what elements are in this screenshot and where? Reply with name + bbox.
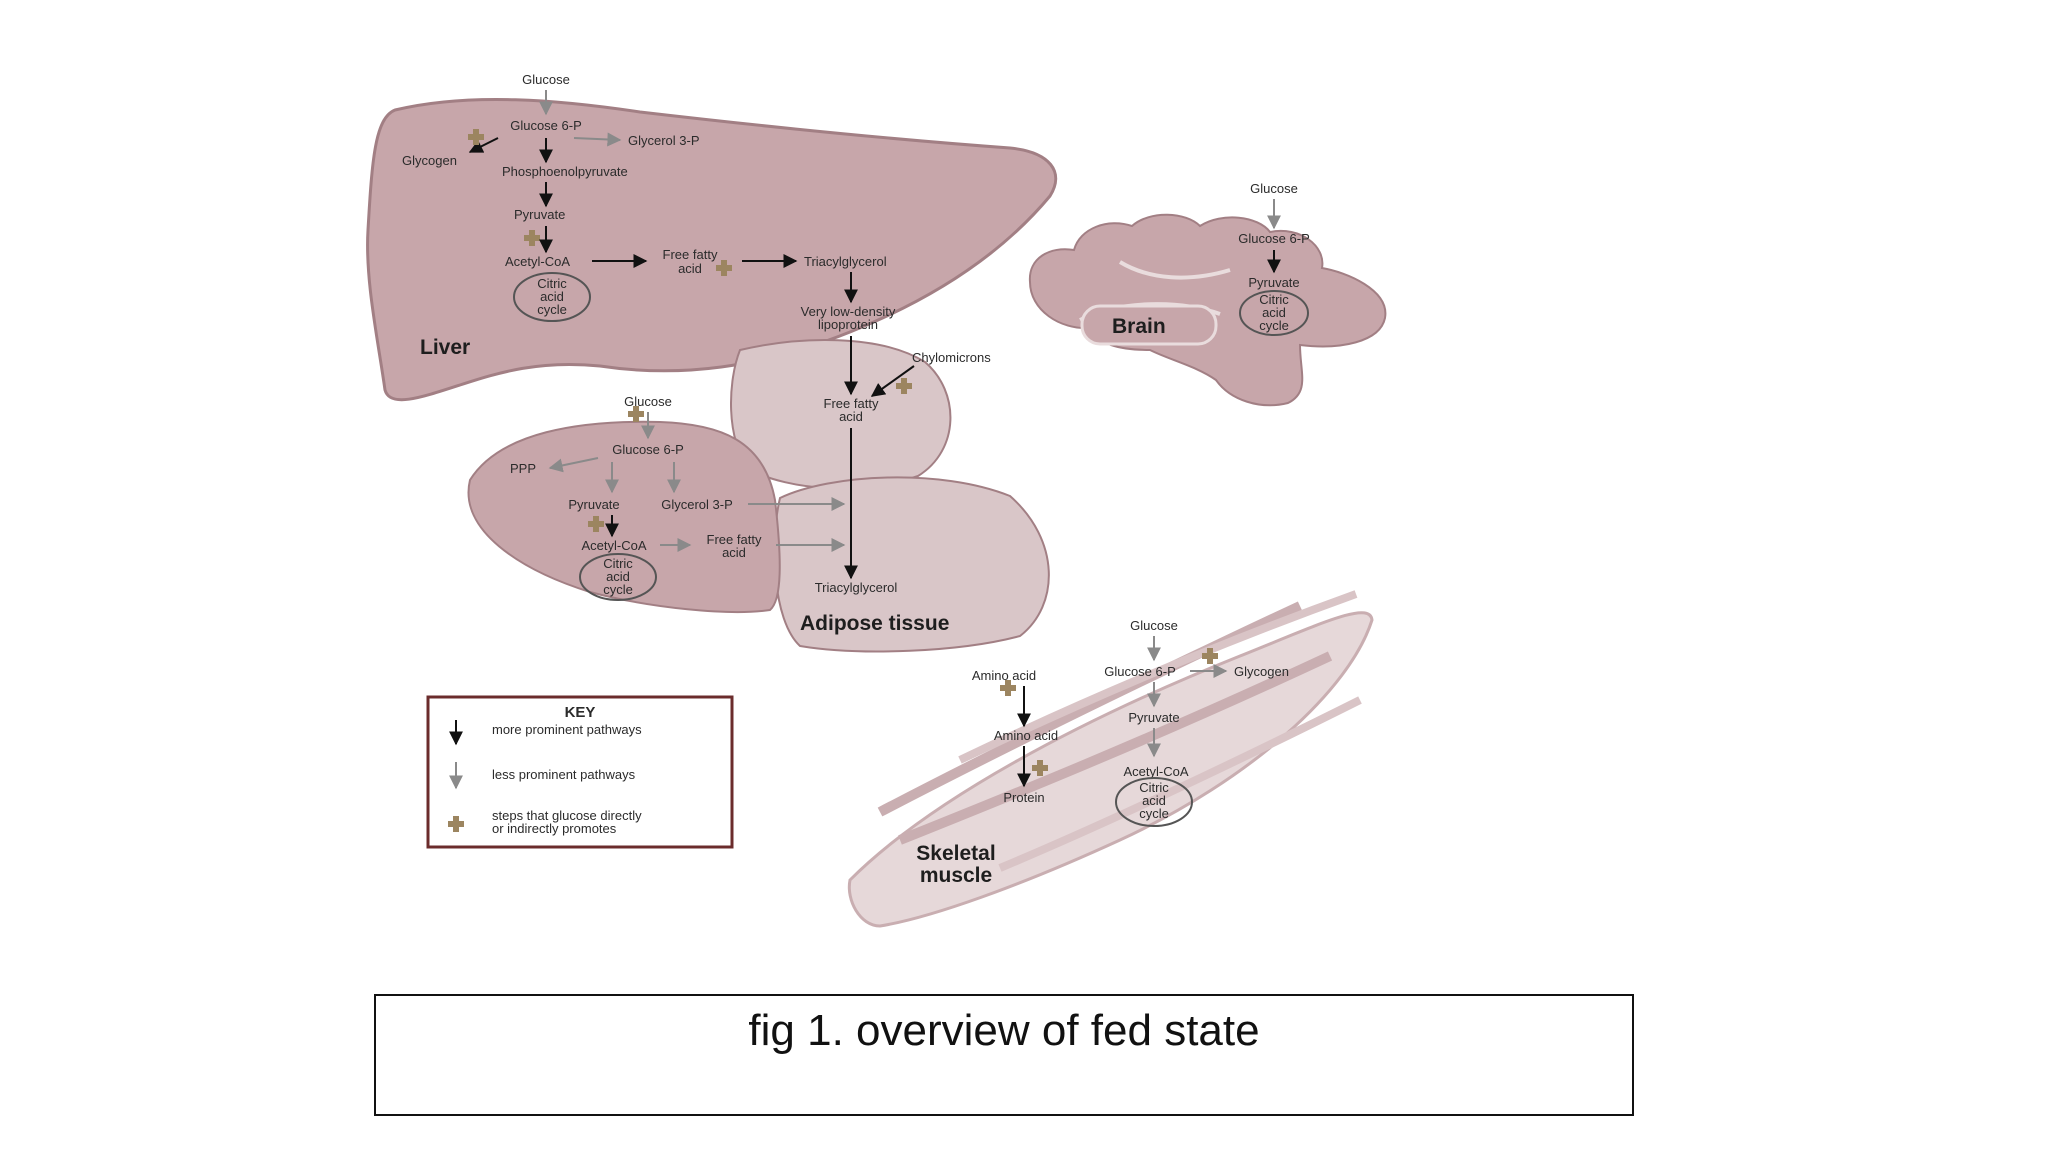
brain-cycle-line2: acid — [1262, 305, 1286, 320]
vldl-line2: lipoprotein — [818, 317, 878, 332]
adipose-ffa-inner-line2: acid — [722, 545, 746, 560]
brain-cycle-line1: Citric — [1259, 292, 1289, 307]
key-promote-line2: or indirectly promotes — [492, 821, 617, 836]
adipose-ppp: PPP — [510, 461, 536, 476]
liver-tag: Triacylglycerol — [804, 254, 887, 269]
adipose-ffa-top-line2: acid — [839, 409, 863, 424]
muscle-cycle-line3: cycle — [1139, 806, 1169, 821]
adipose-cycle-line1: Citric — [603, 556, 633, 571]
liver-ffa-line1: Free fatty — [663, 247, 718, 262]
adipose-ffa-inner-line1: Free fatty — [707, 532, 762, 547]
liver-glycogen: Glycogen — [402, 153, 457, 168]
caption-box: fig 1. overview of fed state — [374, 994, 1634, 1116]
liver-glucose: Glucose — [522, 72, 570, 87]
liver-glucose6p: Glucose 6-P — [510, 118, 582, 133]
key-less: less prominent pathways — [492, 767, 636, 782]
muscle-protein: Protein — [1003, 790, 1044, 805]
adipose-tag: Triacylglycerol — [815, 580, 898, 595]
key-promote-line1: steps that glucose directly — [492, 808, 642, 823]
adipose-glucose6p: Glucose 6-P — [612, 442, 684, 457]
adipose-glycerol3p: Glycerol 3-P — [661, 497, 733, 512]
brain-cycle-line3: cycle — [1259, 318, 1289, 333]
muscle-amino-in: Amino acid — [972, 668, 1036, 683]
muscle-glucose6p: Glucose 6-P — [1104, 664, 1176, 679]
adipose-glucose: Glucose — [624, 394, 672, 409]
liver-ffa-line2: acid — [678, 261, 702, 276]
muscle-cycle-line2: acid — [1142, 793, 1166, 808]
chylomicrons-label: Chylomicrons — [912, 350, 991, 365]
liver-pyruvate: Pyruvate — [514, 207, 565, 222]
liver-pep: Phosphoenolpyruvate — [502, 164, 628, 179]
liver-cycle-line1: Citric — [537, 276, 567, 291]
brain-pyruvate: Pyruvate — [1248, 275, 1299, 290]
muscle-title-line2: muscle — [920, 864, 992, 887]
liver-acetylcoa: Acetyl-CoA — [505, 254, 570, 269]
muscle-acetylcoa: Acetyl-CoA — [1123, 764, 1188, 779]
liver-title: Liver — [420, 336, 470, 359]
liver-cycle-line3: cycle — [537, 302, 567, 317]
muscle-shape — [847, 611, 1374, 928]
key-more: more prominent pathways — [492, 722, 642, 737]
adipose-cycle-line2: acid — [606, 569, 630, 584]
brain-title: Brain — [1112, 315, 1166, 338]
adipose-title: Adipose tissue — [800, 612, 949, 635]
adipose-left-cell — [467, 420, 781, 613]
key-title: KEY — [565, 704, 596, 721]
liver-glycerol3p: Glycerol 3-P — [628, 133, 700, 148]
muscle-glycogen: Glycogen — [1234, 664, 1289, 679]
adipose-acetylcoa: Acetyl-CoA — [581, 538, 646, 553]
muscle-cycle-line1: Citric — [1139, 780, 1169, 795]
adipose-lower-lobe — [773, 476, 1050, 653]
muscle-glucose: Glucose — [1130, 618, 1178, 633]
muscle-title-line1: Skeletal — [916, 842, 995, 865]
vldl-line1: Very low-density — [801, 304, 896, 319]
adipose-ffa-top-line1: Free fatty — [824, 396, 879, 411]
legend-key: KEY more prominent pathways less promine… — [426, 695, 734, 849]
liver-cycle-line2: acid — [540, 289, 564, 304]
muscle-amino: Amino acid — [994, 728, 1058, 743]
muscle-pyruvate: Pyruvate — [1128, 710, 1179, 725]
adipose-pyruvate: Pyruvate — [568, 497, 619, 512]
brain-glucose: Glucose — [1250, 181, 1298, 196]
figure-caption: fig 1. overview of fed state — [748, 1006, 1260, 1055]
brain-glucose6p: Glucose 6-P — [1238, 231, 1310, 246]
adipose-cycle-line3: cycle — [603, 582, 633, 597]
